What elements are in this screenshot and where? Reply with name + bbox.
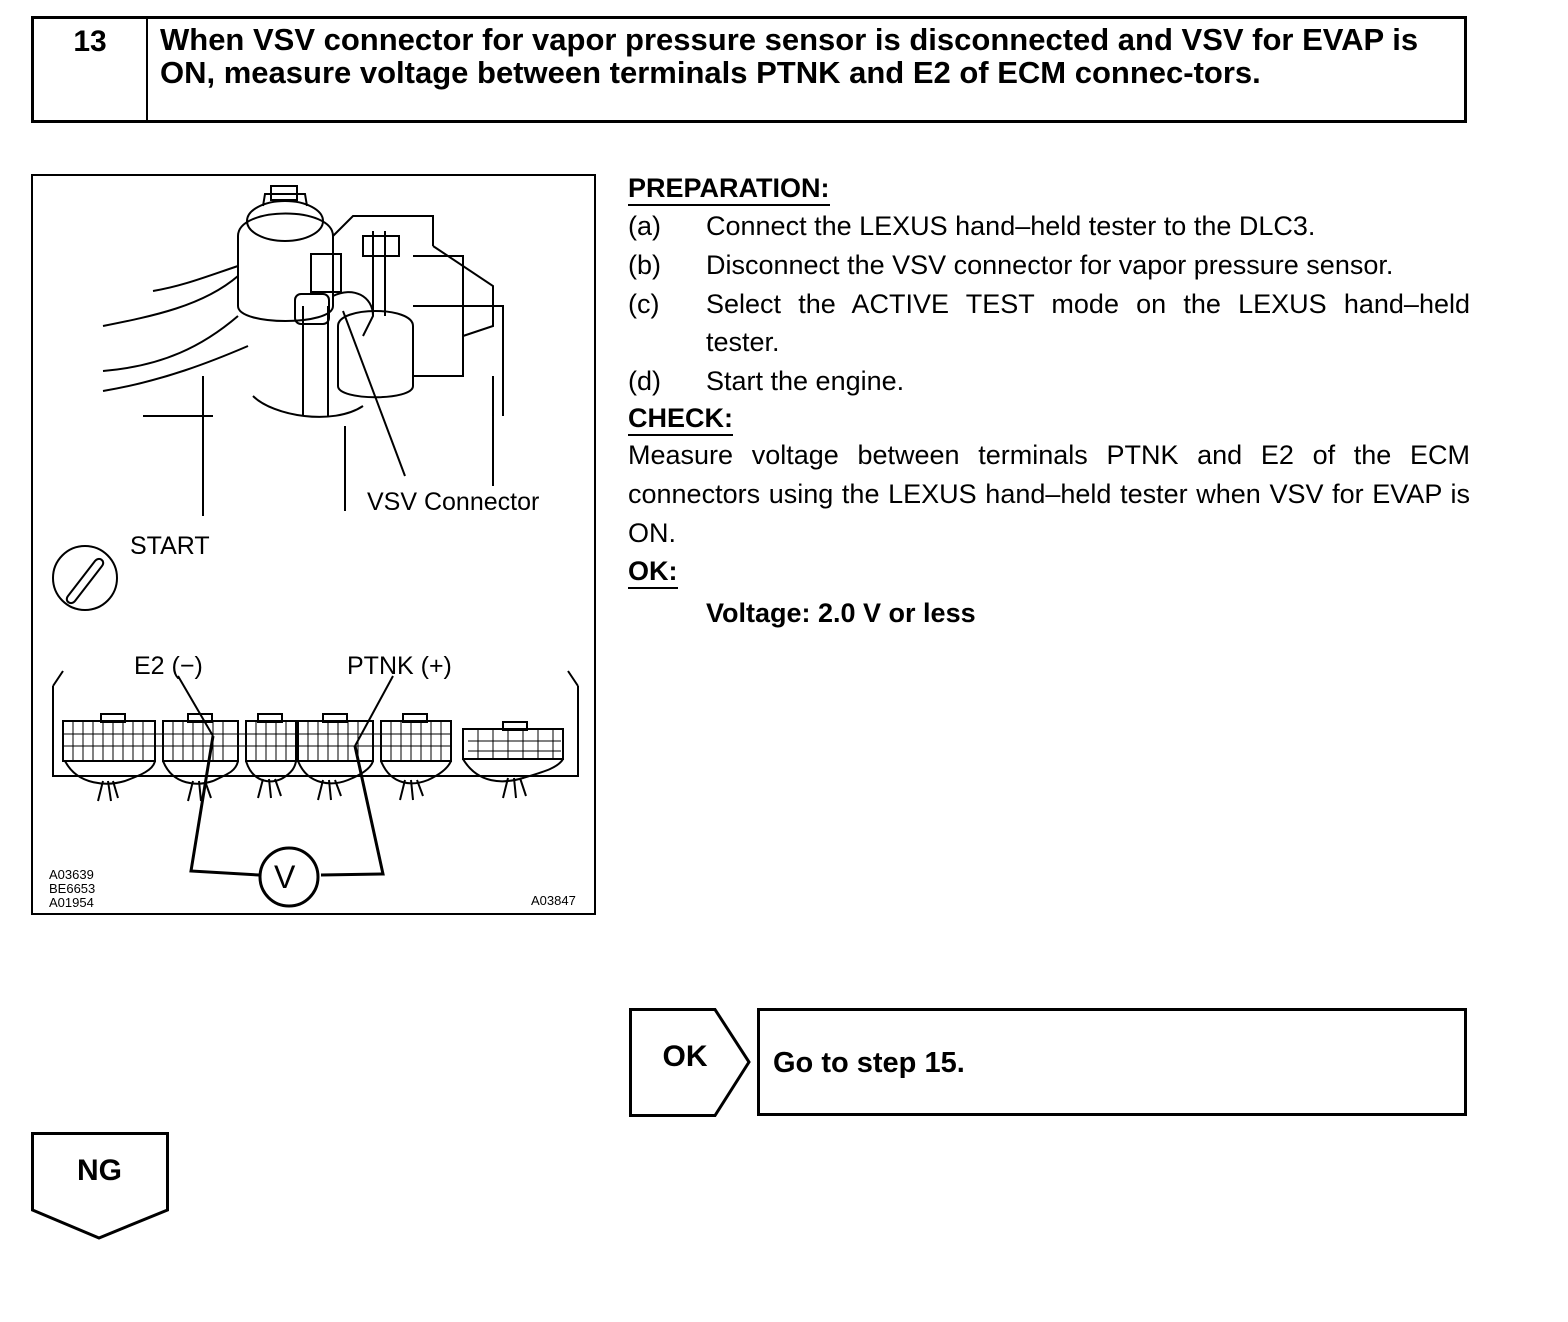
preparation-step: (b) Disconnect the VSV connector for vap…: [628, 246, 1470, 284]
step-header: 13 When VSV connector for vapor pressure…: [31, 16, 1467, 123]
step-letter: (a): [628, 211, 661, 241]
ng-result-tag: [31, 1132, 169, 1240]
check-text: Measure voltage between terminals PTNK a…: [628, 440, 1470, 548]
engine-ecm-illustration: [52, 185, 579, 908]
ecm-connectors: [52, 670, 579, 802]
engine-sketch: [102, 185, 504, 516]
step-text: Select the ACTIVE TEST mode on the LEXUS…: [706, 289, 1470, 357]
ptnk-terminal-label: PTNK (+): [347, 652, 452, 680]
step-number: 13: [34, 19, 148, 120]
step-letter: (d): [628, 366, 661, 396]
ok-spec: Voltage: 2.0 V or less: [706, 598, 976, 628]
figure-code-left: A03639 BE6653 A01954: [49, 868, 95, 910]
e2-leader-line: [177, 675, 214, 737]
ng-result-label: NG: [77, 1154, 122, 1187]
diagram-figure: VSV Connector START E2 (−) PTNK (+) V A0…: [31, 174, 596, 915]
ignition-key-icon: [52, 545, 118, 611]
preparation-heading: PREPARATION:: [628, 172, 830, 206]
step-text: Connect the LEXUS hand–held tester to th…: [706, 211, 1316, 241]
e2-terminal-label: E2 (−): [134, 652, 203, 680]
voltmeter-circuit: [189, 735, 385, 908]
step-text: Disconnect the VSV connector for vapor p…: [706, 250, 1394, 280]
preparation-step: (c) Select the ACTIVE TEST mode on the L…: [628, 285, 1470, 361]
vsv-connector-label: VSV Connector: [367, 488, 540, 516]
voltmeter-label: V: [274, 859, 296, 895]
preparation-step: (a) Connect the LEXUS hand–held tester t…: [628, 207, 1470, 245]
ok-result-action: Go to step 15.: [757, 1008, 1467, 1116]
ok-result-label: OK: [662, 1040, 708, 1073]
step-text: Start the engine.: [706, 366, 905, 396]
ok-result-tag: [629, 1008, 751, 1117]
figure-code-right: A03847: [531, 893, 576, 908]
figure-code: BE6653: [49, 881, 96, 896]
instructions: PREPARATION: (a) Connect the LEXUS hand–…: [628, 170, 1470, 633]
preparation-step: (d) Start the engine.: [628, 362, 1470, 400]
figure-code: A01954: [49, 895, 94, 910]
check-heading: CHECK:: [628, 402, 733, 436]
step-letter: (b): [628, 250, 661, 280]
figure-code: A03639: [49, 867, 94, 882]
start-label: START: [130, 532, 210, 560]
step-letter: (c): [628, 289, 660, 319]
ok-heading: OK:: [628, 555, 678, 589]
step-title: When VSV connector for vapor pressure se…: [160, 22, 1419, 90]
ptnk-leader-line: [354, 675, 394, 747]
